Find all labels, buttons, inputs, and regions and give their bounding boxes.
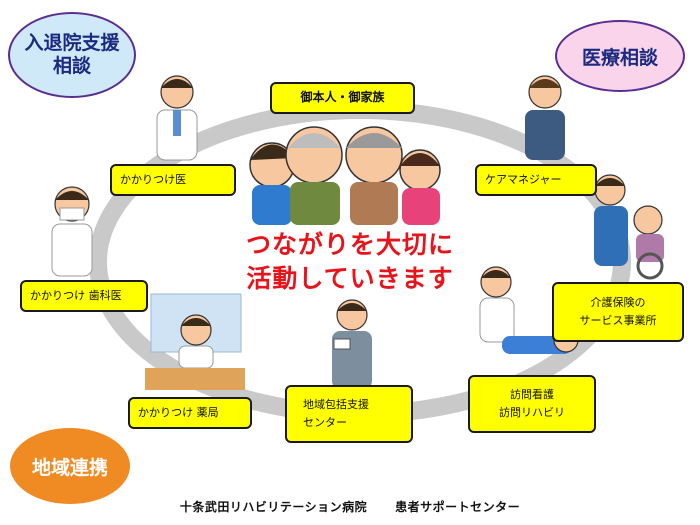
- dentist-illustration: [51, 186, 93, 277]
- hospital-name: 十条武田リハビリテーション病院: [179, 500, 368, 514]
- care-manager-illustration: [525, 75, 565, 160]
- dentist-box: かかりつけ 歯科医: [20, 280, 148, 312]
- slogan-line-1: つながりを大切に: [245, 230, 454, 259]
- caregiver-wheelchair-illustration: [594, 174, 664, 280]
- doctor-illustration: [156, 75, 198, 161]
- slogan-line-2: 活動していきます: [246, 263, 454, 293]
- slogan: つながりを大切に 活動していきます: [200, 228, 500, 296]
- support-center-name: 患者サポートセンター: [395, 500, 521, 514]
- medical-consultation-bubble: 医療相談: [555, 20, 685, 92]
- admission-support-bubble: 入退院支援 相談: [8, 12, 136, 98]
- family-doctor-box: かかりつけ医: [110, 164, 236, 196]
- family-illustration: [249, 126, 441, 225]
- community-center-box: 地域包括支援 センター: [285, 385, 413, 443]
- community-staff-illustration: [332, 299, 372, 389]
- family-box: 御本人・御家族: [270, 82, 415, 114]
- care-insurance-box: 介護保険の サービス事業所: [552, 282, 684, 342]
- pharmacist-illustration: [145, 293, 245, 390]
- regional-cooperation-bubble: 地域連携: [10, 428, 130, 504]
- pharmacy-box: かかりつけ 薬局: [128, 397, 252, 429]
- footer: 十条武田リハビリテーション病院 患者サポートセンター: [0, 498, 700, 515]
- care-manager-box: ケアマネジャー: [475, 164, 597, 196]
- home-nursing-box: 訪問看護 訪問リハビリ: [468, 375, 596, 433]
